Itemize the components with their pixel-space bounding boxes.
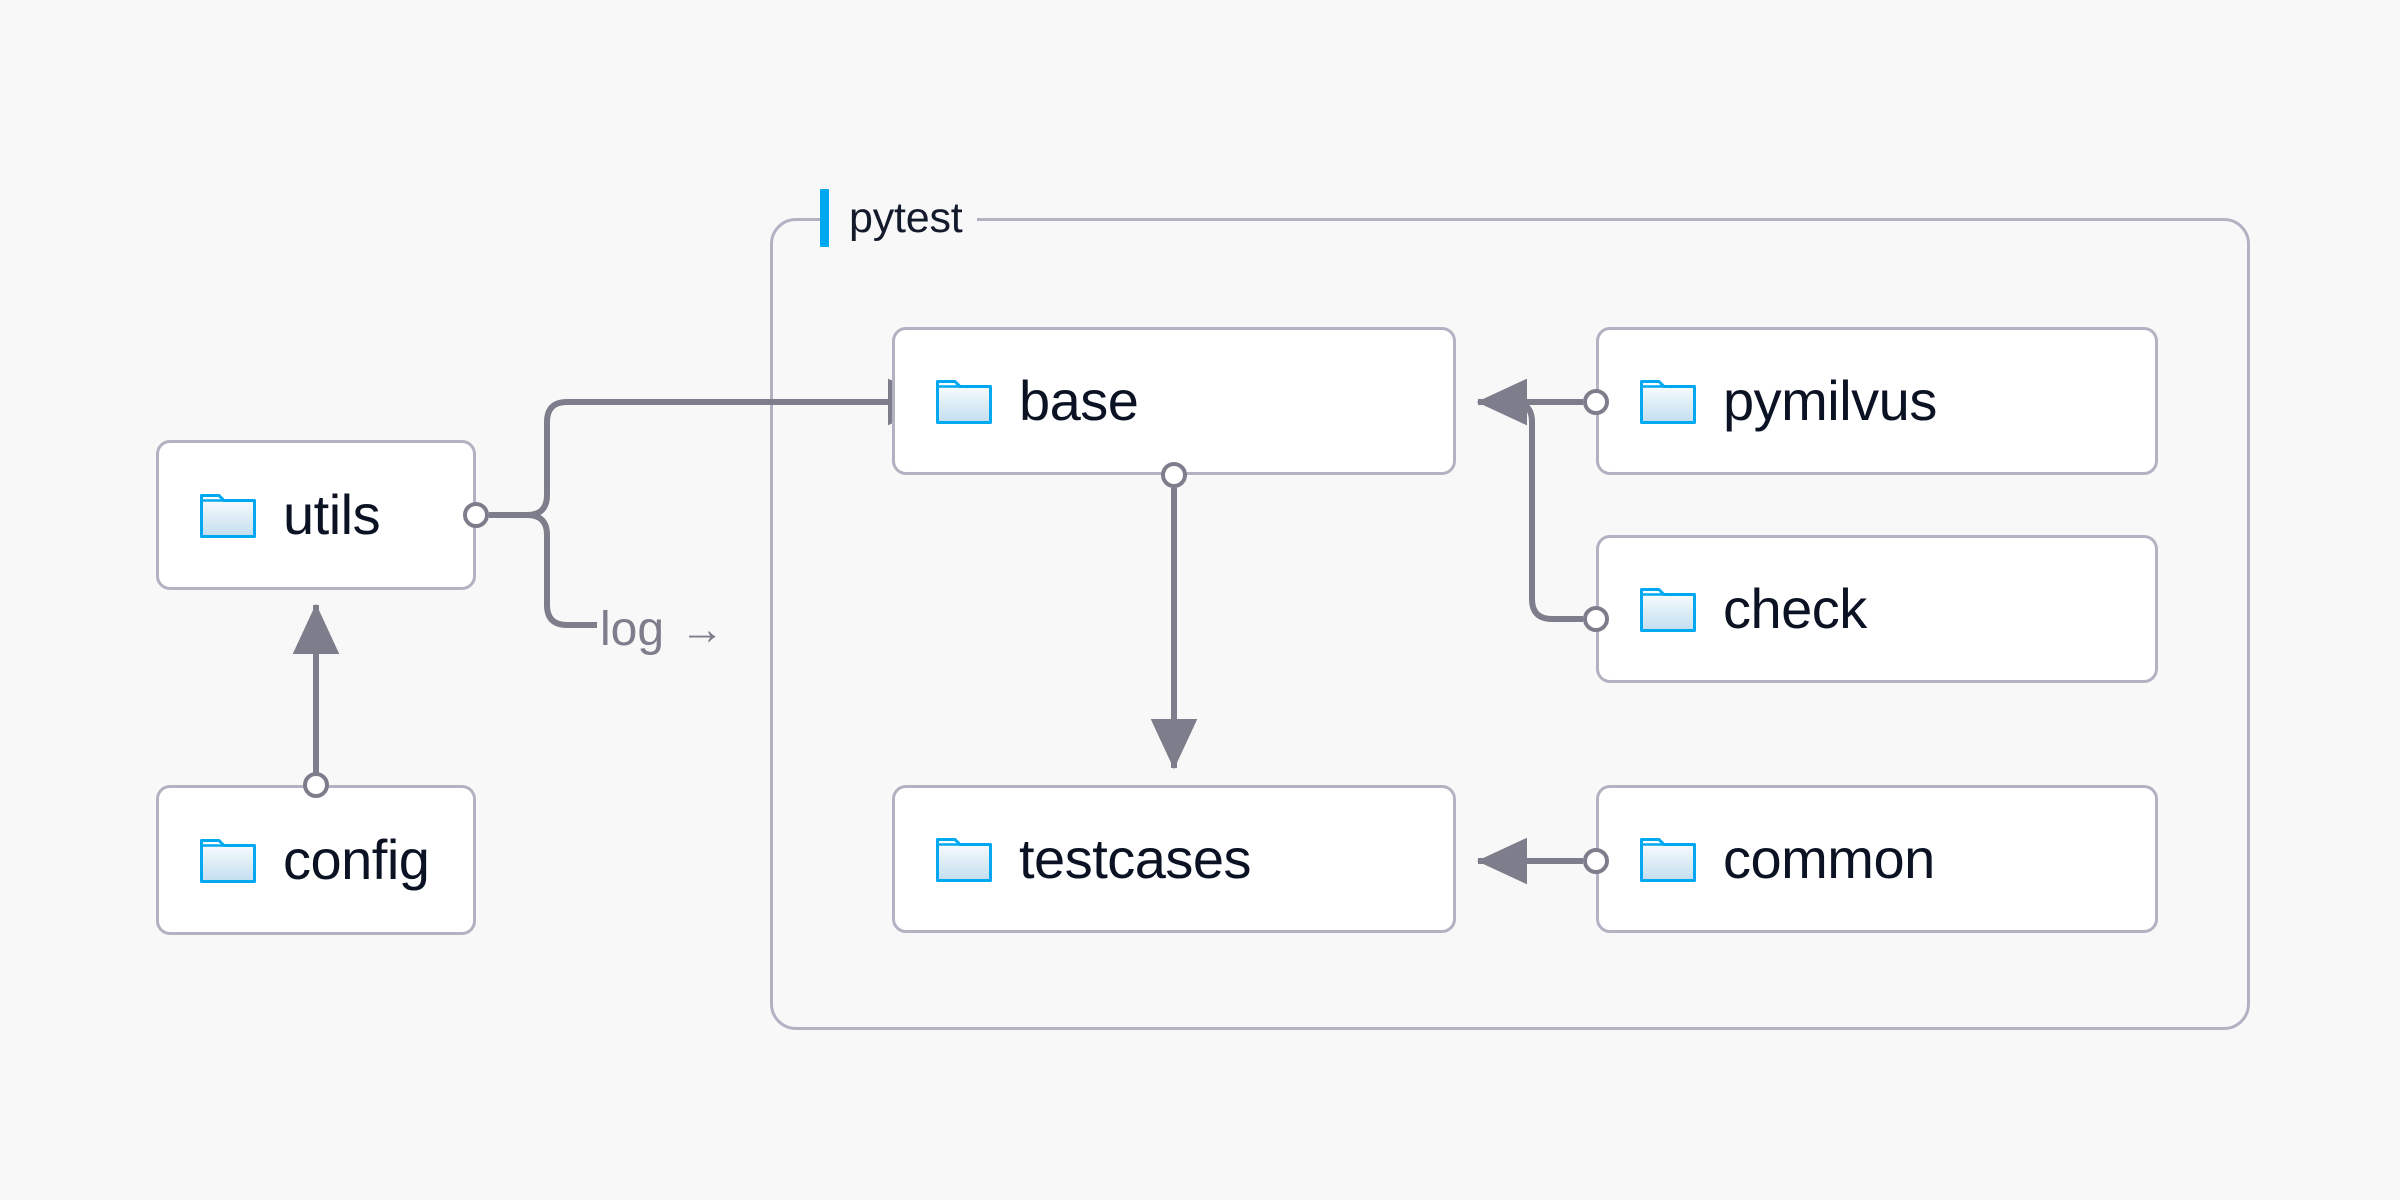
node-pymilvus[interactable]: pymilvus bbox=[1596, 327, 2158, 475]
arrow-right-icon: → bbox=[680, 604, 725, 654]
node-label: config bbox=[283, 828, 430, 891]
node-label: utils bbox=[283, 483, 381, 546]
port-utils-right[interactable] bbox=[463, 502, 489, 528]
node-label: check bbox=[1723, 577, 1867, 640]
node-common[interactable]: common bbox=[1596, 785, 2158, 933]
group-accent-bar bbox=[820, 189, 829, 247]
pytest-group-container[interactable] bbox=[770, 218, 2250, 1030]
port-config-top[interactable] bbox=[303, 772, 329, 798]
port-check-left[interactable] bbox=[1583, 606, 1609, 632]
port-pymilvus-left[interactable] bbox=[1583, 389, 1609, 415]
folder-icon bbox=[200, 839, 256, 883]
port-base-bottom[interactable] bbox=[1161, 462, 1187, 488]
log-label-text: log bbox=[600, 603, 665, 656]
node-label: common bbox=[1723, 827, 1935, 890]
node-utils[interactable]: utils bbox=[156, 440, 476, 590]
node-label: base bbox=[1019, 369, 1139, 432]
folder-icon bbox=[1640, 380, 1696, 424]
node-label: testcases bbox=[1019, 827, 1252, 890]
node-label: pymilvus bbox=[1723, 369, 1937, 432]
pytest-group-label[interactable]: pytest bbox=[820, 186, 977, 250]
node-base[interactable]: base bbox=[892, 327, 1456, 475]
folder-icon bbox=[1640, 838, 1696, 882]
folder-icon bbox=[1640, 588, 1696, 632]
folder-icon bbox=[936, 838, 992, 882]
node-testcases[interactable]: testcases bbox=[892, 785, 1456, 933]
node-config[interactable]: config bbox=[156, 785, 476, 935]
group-label-text: pytest bbox=[849, 193, 963, 242]
port-common-left[interactable] bbox=[1583, 848, 1609, 874]
folder-icon bbox=[200, 494, 256, 538]
edge-utils-to-log bbox=[489, 512, 597, 628]
log-edge-label: log → bbox=[600, 602, 724, 657]
folder-icon bbox=[936, 380, 992, 424]
node-check[interactable]: check bbox=[1596, 535, 2158, 683]
